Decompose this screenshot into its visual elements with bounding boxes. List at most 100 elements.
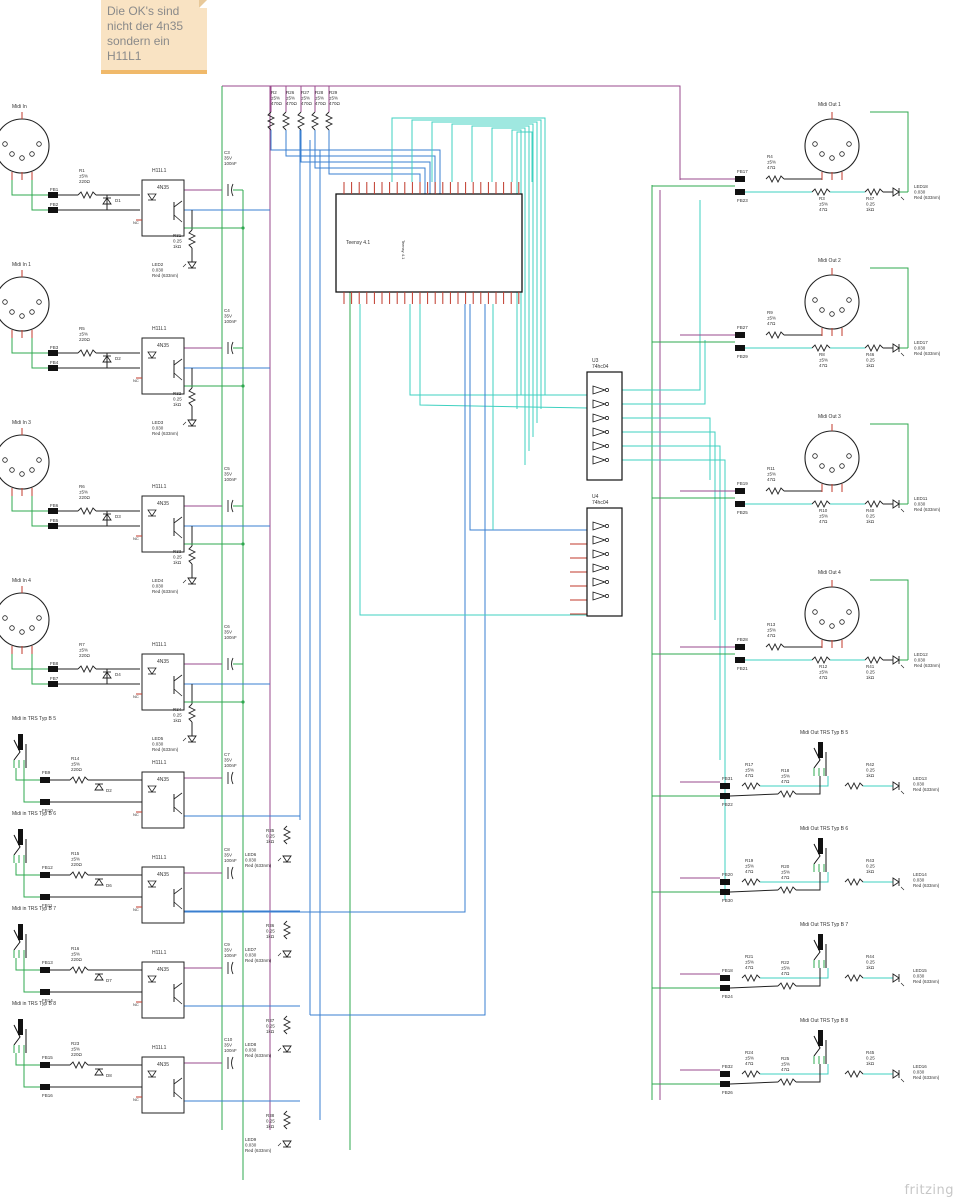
trs-out-7-led (892, 973, 900, 983)
res-top-R28-1: ±5% (315, 96, 324, 101)
midi-out-4-title: Midi Out 4 (818, 570, 841, 576)
trs-out-6-rl (844, 877, 864, 887)
midi-in-4-c-label-0: C6 (224, 624, 230, 629)
trs-out-6-r1-label-1: ±5% (745, 864, 754, 869)
trs-in-8-jack (18, 1019, 23, 1035)
midi-in-1-din-pin3 (29, 151, 35, 157)
trs-out-8-rl (844, 1069, 864, 1079)
trs-in-6-r (69, 870, 89, 880)
midi-in-4-rl-label-2: 1kΩ (173, 718, 182, 723)
midi-in-4-opto-nc: NC (133, 694, 139, 699)
res-top-R27-1: ±5% (301, 96, 310, 101)
res-top-R27-0: R27 (301, 90, 310, 95)
trs-out-7-w2 (796, 968, 821, 987)
trs-out-5-rl-label-0: R42 (866, 762, 875, 767)
midi-in-3-w2 (31, 496, 48, 527)
trs-out-6-w1 (760, 872, 829, 883)
inv-out-4 (622, 445, 721, 760)
trs-in-7-opto-part: 4N35 (157, 967, 169, 973)
teensy-board (335, 193, 523, 293)
midi-out-2-r1 (765, 330, 785, 340)
trs-in-5-r-label-2: 220Ω (71, 767, 83, 772)
midi-in-3-led-label-2: Red (633nm) (152, 589, 179, 594)
trs-in-5-fb-a (40, 777, 50, 783)
trs-in-5-r (69, 775, 89, 785)
midi-in-2-r-label-2: 220Ω (79, 337, 91, 342)
trs-out-8-led-ray (900, 1078, 905, 1083)
trs-out-7-jack-tip (813, 939, 821, 961)
midi-in-4-led-ray (182, 737, 187, 742)
midi-out-2-w1 (784, 332, 823, 336)
midi-out-2-r2-label-1: ±5% (819, 358, 828, 363)
trs-in-7-w1 (15, 958, 40, 971)
midi-out-1-din-pin4 (846, 141, 852, 147)
midi-out-1-led-label-0: LED18 (914, 184, 928, 189)
trs-in-7-jack (18, 924, 23, 940)
trs-in-5-opto-nc: NC (133, 812, 139, 817)
midi-out-3-r2-label-0: R10 (819, 508, 828, 513)
midi-in-1-fba: FB1 (50, 187, 59, 192)
teensy-to-inv-3 (451, 123, 534, 437)
midi-in-1-led (187, 261, 197, 269)
midi-in-3-c-label-2: 100nF (224, 477, 237, 482)
rtop-out-3 (314, 130, 426, 196)
midi-in-1-opto-tc (173, 200, 183, 208)
midi-out-1-r1-label-2: 47Ω (767, 165, 776, 170)
midi-in-1-c-label-2: 100nF (224, 161, 237, 166)
trs-in-5-fb-b (40, 799, 50, 805)
trs-in-8-rl-label-2: 1kΩ (266, 1124, 275, 1129)
trs-in-5-opto-te (173, 806, 183, 815)
midi-out-2-din-pin4 (846, 297, 852, 303)
trs-in-8-d-label: D8 (106, 1073, 112, 1078)
trs-in-7-opto (141, 961, 185, 1019)
trs-out-8-r2-label-1: ±5% (781, 1062, 790, 1067)
midi-in-2-led-label-0: LED3 (152, 420, 164, 425)
midi-out-1-r1-label-1: ±5% (767, 160, 776, 165)
ic-U4-gate (592, 549, 607, 559)
trs-in-8-opto (141, 1056, 185, 1114)
midi-out-2-gnd (870, 267, 909, 348)
midi-out-2-rl-label-1: 0.25 (866, 358, 875, 363)
rtop-out-1 (285, 130, 436, 196)
midi-in-4-din-pin1 (9, 625, 15, 631)
trs-out-7-fbb: FB24 (722, 994, 733, 999)
ic-U3-gate (592, 427, 607, 437)
trs-out-5-led (892, 781, 900, 791)
midi-out-3-din-pin0 (812, 453, 818, 459)
trs-in-5-diode (94, 783, 104, 791)
sticky-note[interactable]: Die OK's sind nicht der 4n35 sondern ein… (101, 0, 207, 74)
midi-in-2-rl-label-0: R32 (173, 391, 182, 396)
ic-U3-bubble (605, 416, 609, 420)
trs-in-5-d-label: D2 (106, 788, 112, 793)
note-fold-corner (199, 0, 207, 8)
trs-out-8-r1-label-1: ±5% (745, 1056, 754, 1061)
midi-out-3-din-pin2 (829, 467, 835, 473)
trs-in-6-rl-label-2: 1kΩ (266, 934, 275, 939)
trs-in-6-opto-led (147, 880, 157, 888)
trs-in-5-fba: FB9 (42, 770, 51, 775)
trs-out-7-led-label-0: LED15 (913, 968, 927, 973)
trs-in-6-led-label-0: LED7 (245, 947, 257, 952)
trs-in-5-cap-curve (231, 771, 234, 785)
res-top-R2-1: ±5% (271, 96, 280, 101)
trs-out-8-jack (818, 1030, 823, 1046)
trs-out-6-fb-b (720, 889, 730, 895)
midi-out-1-r2-label-0: R3 (819, 196, 825, 201)
blue-inv-feed (469, 304, 588, 531)
midi-in-3-din (0, 434, 50, 490)
midi-in-4-rl (187, 703, 197, 723)
trs-in-6-opto-nc: NC (133, 907, 139, 912)
midi-out-4-led-label-1: 0.030 (914, 658, 926, 663)
rtop-out-2 (300, 130, 431, 196)
trs-in-8-led-label-0: LED9 (245, 1137, 257, 1142)
midi-out-1-title: Midi Out 1 (818, 102, 841, 108)
trs-in-6-rl-label-1: 0.25 (266, 929, 275, 934)
ic-U4-label-1: 74hc04 (592, 500, 609, 506)
trs-in-6-fba: FB12 (42, 865, 53, 870)
trs-in-8-c-label-2: 100nF (224, 1048, 237, 1053)
ic-U3-gate (592, 413, 607, 423)
midi-out-3-led-label-0: LED11 (914, 496, 928, 501)
midi-out-2-din-pin3 (839, 307, 845, 313)
ic-U4-bubble (605, 580, 609, 584)
midi-out-4-led (892, 655, 900, 665)
